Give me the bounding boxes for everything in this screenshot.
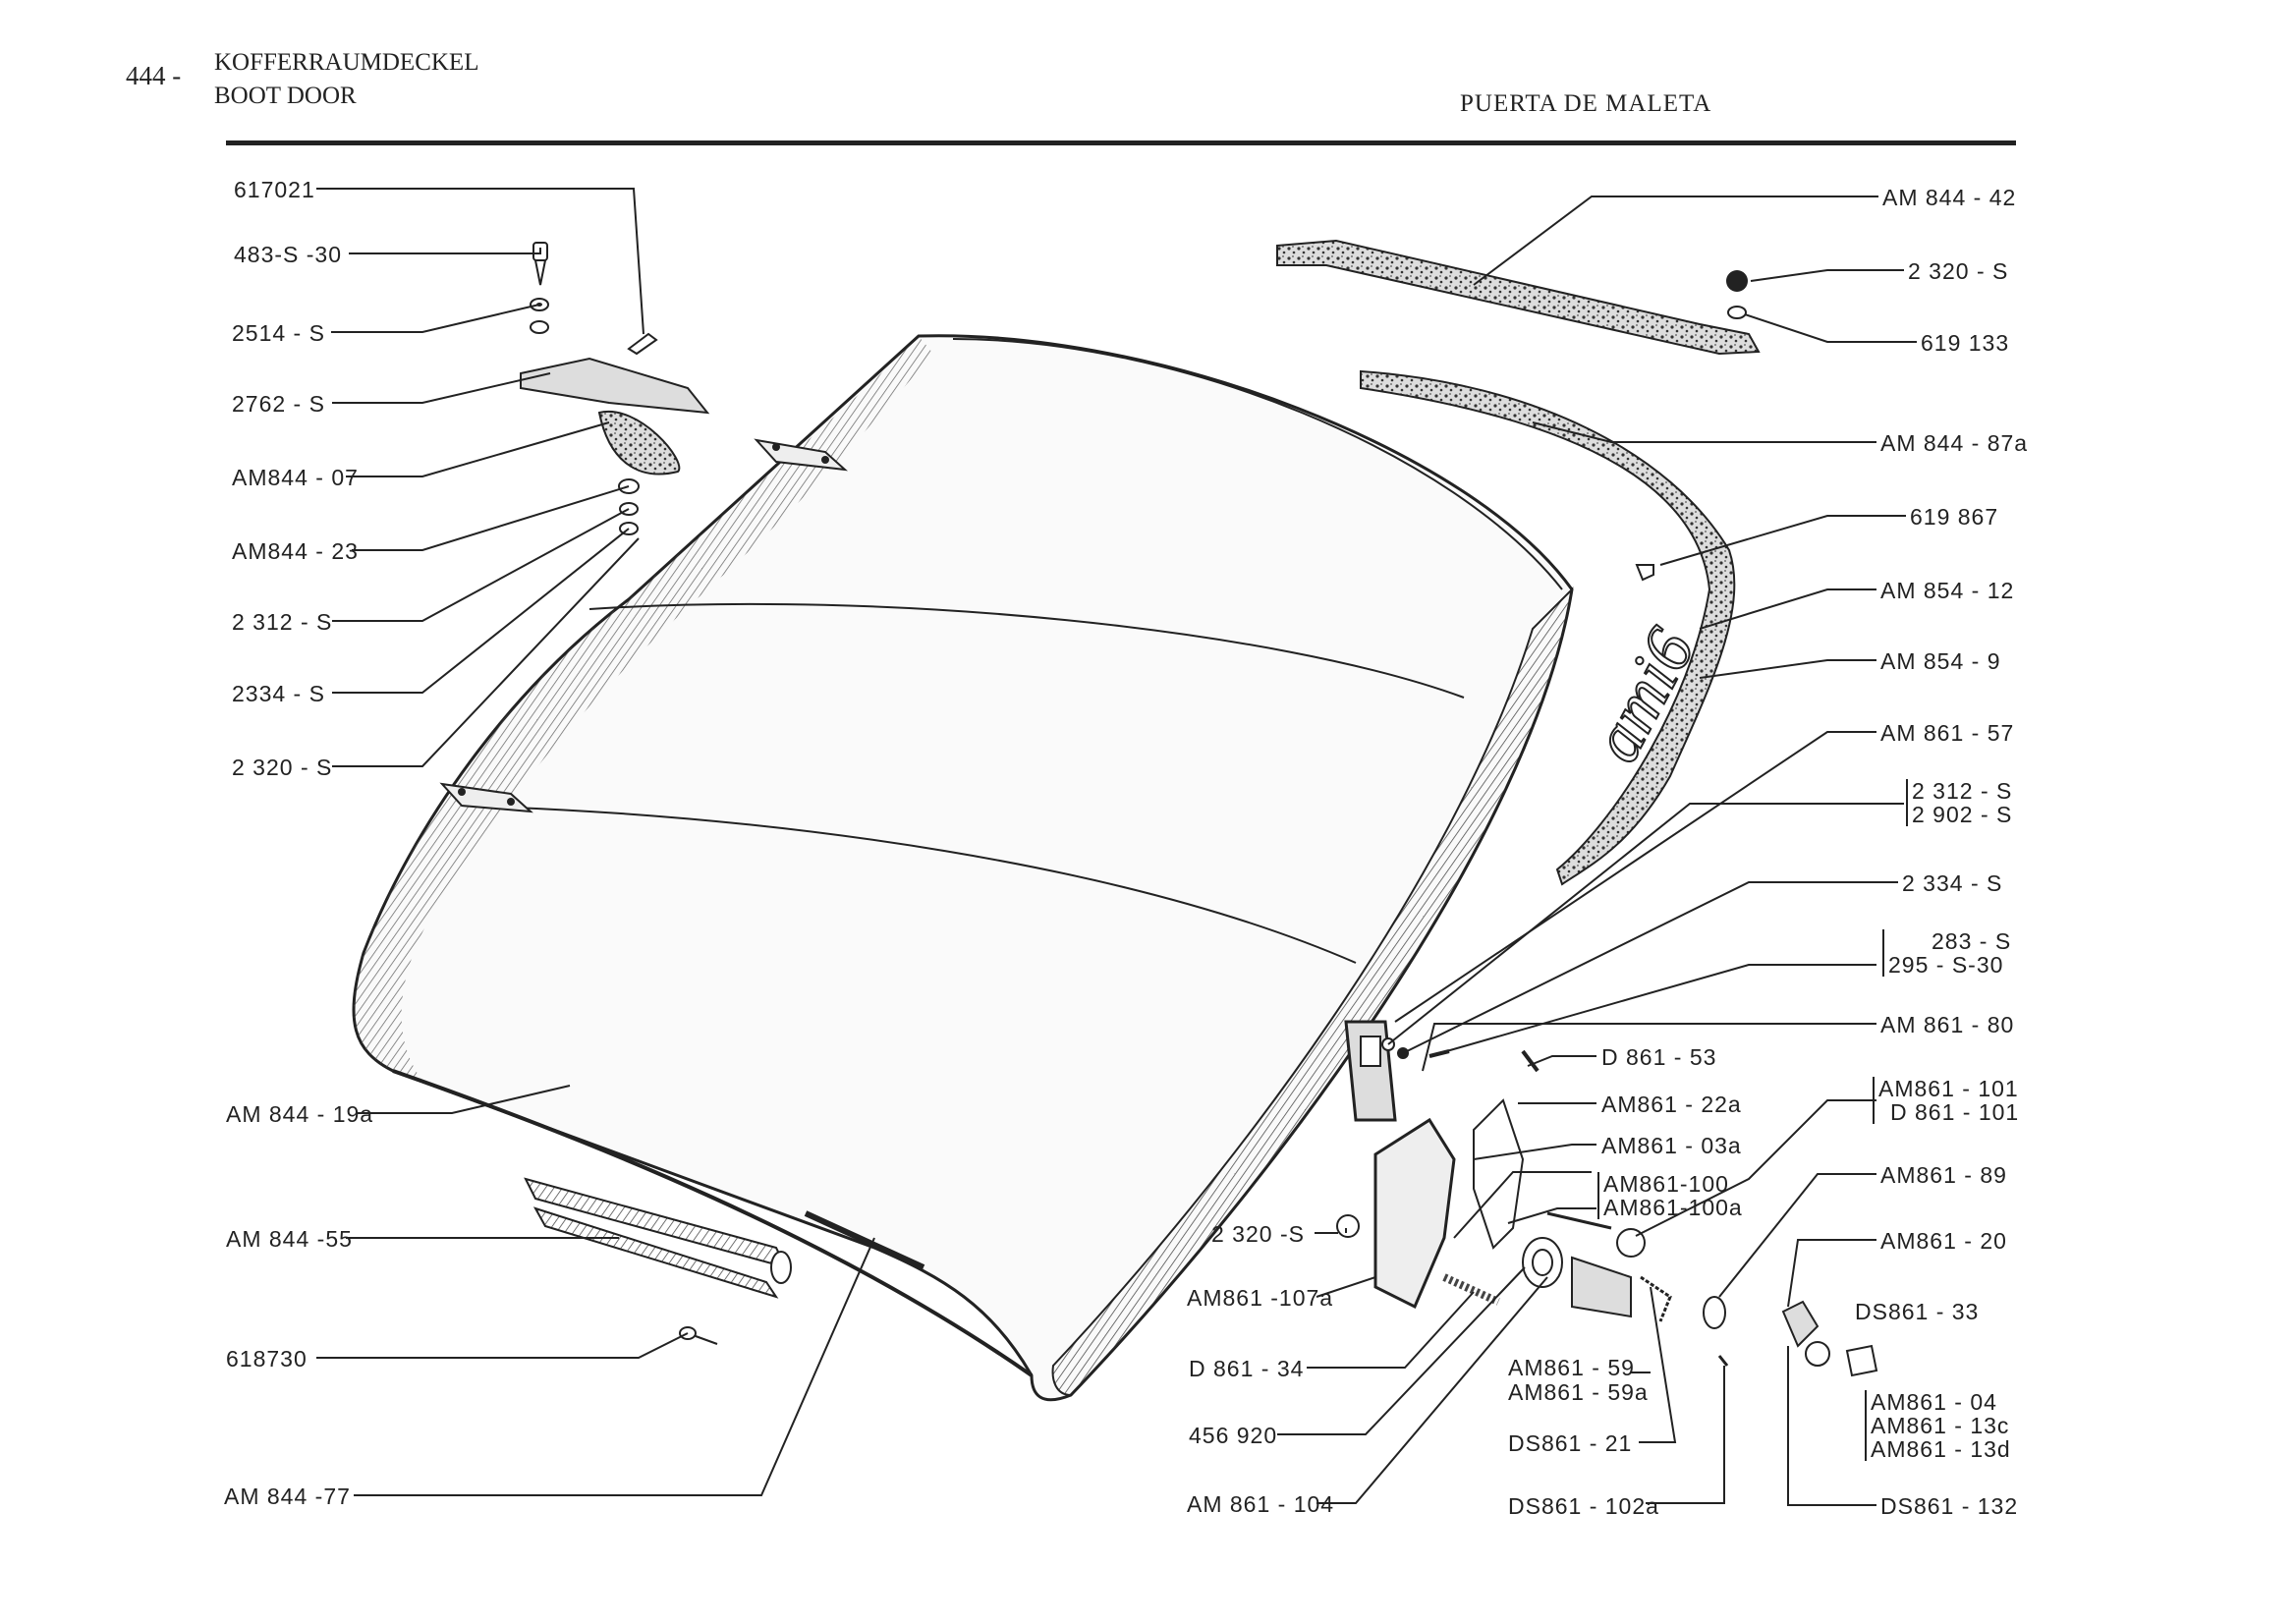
part-label: 2 312 - S (232, 609, 333, 635)
part-label: AM844 - 23 (232, 538, 359, 564)
part-label: 618730 (226, 1346, 308, 1372)
part-label: AM861 - 04 (1871, 1389, 1997, 1415)
part-label-group: 2 312 - S 2 902 - S (1906, 779, 2012, 826)
part-label: 2 334 - S (1902, 870, 2003, 896)
part-label: AM861 - 13c (1871, 1413, 2010, 1438)
part-label: DS861 - 102a (1508, 1493, 1659, 1519)
part-label: AM 844 -77 (224, 1484, 351, 1509)
part-label: DS861 - 132 (1880, 1493, 2019, 1519)
part-label: AM 844 - 19a (226, 1101, 374, 1127)
part-label-group: AM861 - 04 AM861 - 13c AM861 - 13d (1865, 1390, 2011, 1461)
part-label: DS861 - 21 (1508, 1430, 1633, 1456)
lock-assembly (1336, 1020, 1878, 1377)
part-label: D 861 - 101 (1890, 1099, 2020, 1125)
part-label: AM 854 - 12 (1880, 578, 2015, 603)
part-label: 483-S -30 (234, 242, 343, 267)
part-label: AM861 - 13d (1871, 1436, 2011, 1462)
part-label: 2 902 - S (1912, 802, 2013, 827)
part-label: 2 320 - S (232, 755, 333, 780)
part-label: AM861 - 59 (1508, 1355, 1635, 1380)
part-label: AM 861 - 104 (1187, 1491, 1335, 1517)
part-label: AM844 - 07 (232, 465, 359, 490)
title-english: BOOT DOOR (214, 83, 357, 109)
part-label: D 861 - 34 (1189, 1356, 1305, 1381)
leader-lines (316, 188, 1917, 1506)
part-label: AM861-100 (1603, 1171, 1729, 1197)
part-label: 2 320 - S (1908, 258, 2009, 284)
part-label: AM 861 - 80 (1880, 1012, 2015, 1037)
part-label: AM 844 -55 (226, 1226, 353, 1252)
part-label: AM861 - 22a (1601, 1092, 1742, 1117)
boot-lid-panel (352, 334, 1574, 1402)
part-label: 2334 - S (232, 681, 325, 706)
part-label: AM 844 - 42 (1882, 185, 2017, 210)
part-label: 283 - S (1932, 928, 2012, 954)
part-label-group: AM861-100 AM861-100a (1597, 1172, 1743, 1219)
title-german: KOFFERRAUMDECKEL (214, 49, 479, 76)
part-label: 2762 - S (232, 391, 325, 417)
page-number: 444 - (126, 61, 182, 90)
part-label: 619 867 (1910, 504, 1999, 530)
header-rule (226, 140, 2016, 145)
part-label: AM 861 - 57 (1880, 720, 2015, 746)
part-label: 619 133 (1921, 330, 2010, 356)
part-label: 456 920 (1189, 1423, 1278, 1448)
part-label: 617021 (234, 177, 315, 202)
front-seal-strips (524, 1177, 792, 1345)
part-label-group: 283 - S 295 - S-30 (1882, 929, 2011, 977)
part-label: AM861 - 101 (1878, 1076, 2019, 1101)
part-label: 2514 - S (232, 320, 325, 346)
part-label: AM 844 - 87a (1880, 430, 2029, 456)
part-label: AM861 - 03a (1601, 1133, 1742, 1158)
part-label: 2 320 -S (1211, 1221, 1305, 1247)
part-label: AM 854 - 9 (1880, 648, 2001, 674)
part-label: AM861 - 20 (1880, 1228, 2007, 1254)
part-label: DS861 - 33 (1855, 1299, 1980, 1324)
part-label: AM861-100a (1603, 1195, 1743, 1220)
hinge-assembly (520, 242, 710, 535)
part-label: AM861 - 89 (1880, 1162, 2007, 1188)
part-label: AM861 -107a (1187, 1285, 1334, 1311)
part-label: 2 312 - S (1912, 778, 2013, 804)
part-label-group: AM861 - 101 D 861 - 101 (1873, 1077, 2019, 1124)
title-spanish: PUERTA DE MALETA (1460, 90, 1712, 117)
part-label: AM861 - 59a (1508, 1379, 1649, 1405)
part-label: 295 - S-30 (1888, 952, 2004, 978)
part-label: D 861 - 53 (1601, 1044, 1717, 1070)
